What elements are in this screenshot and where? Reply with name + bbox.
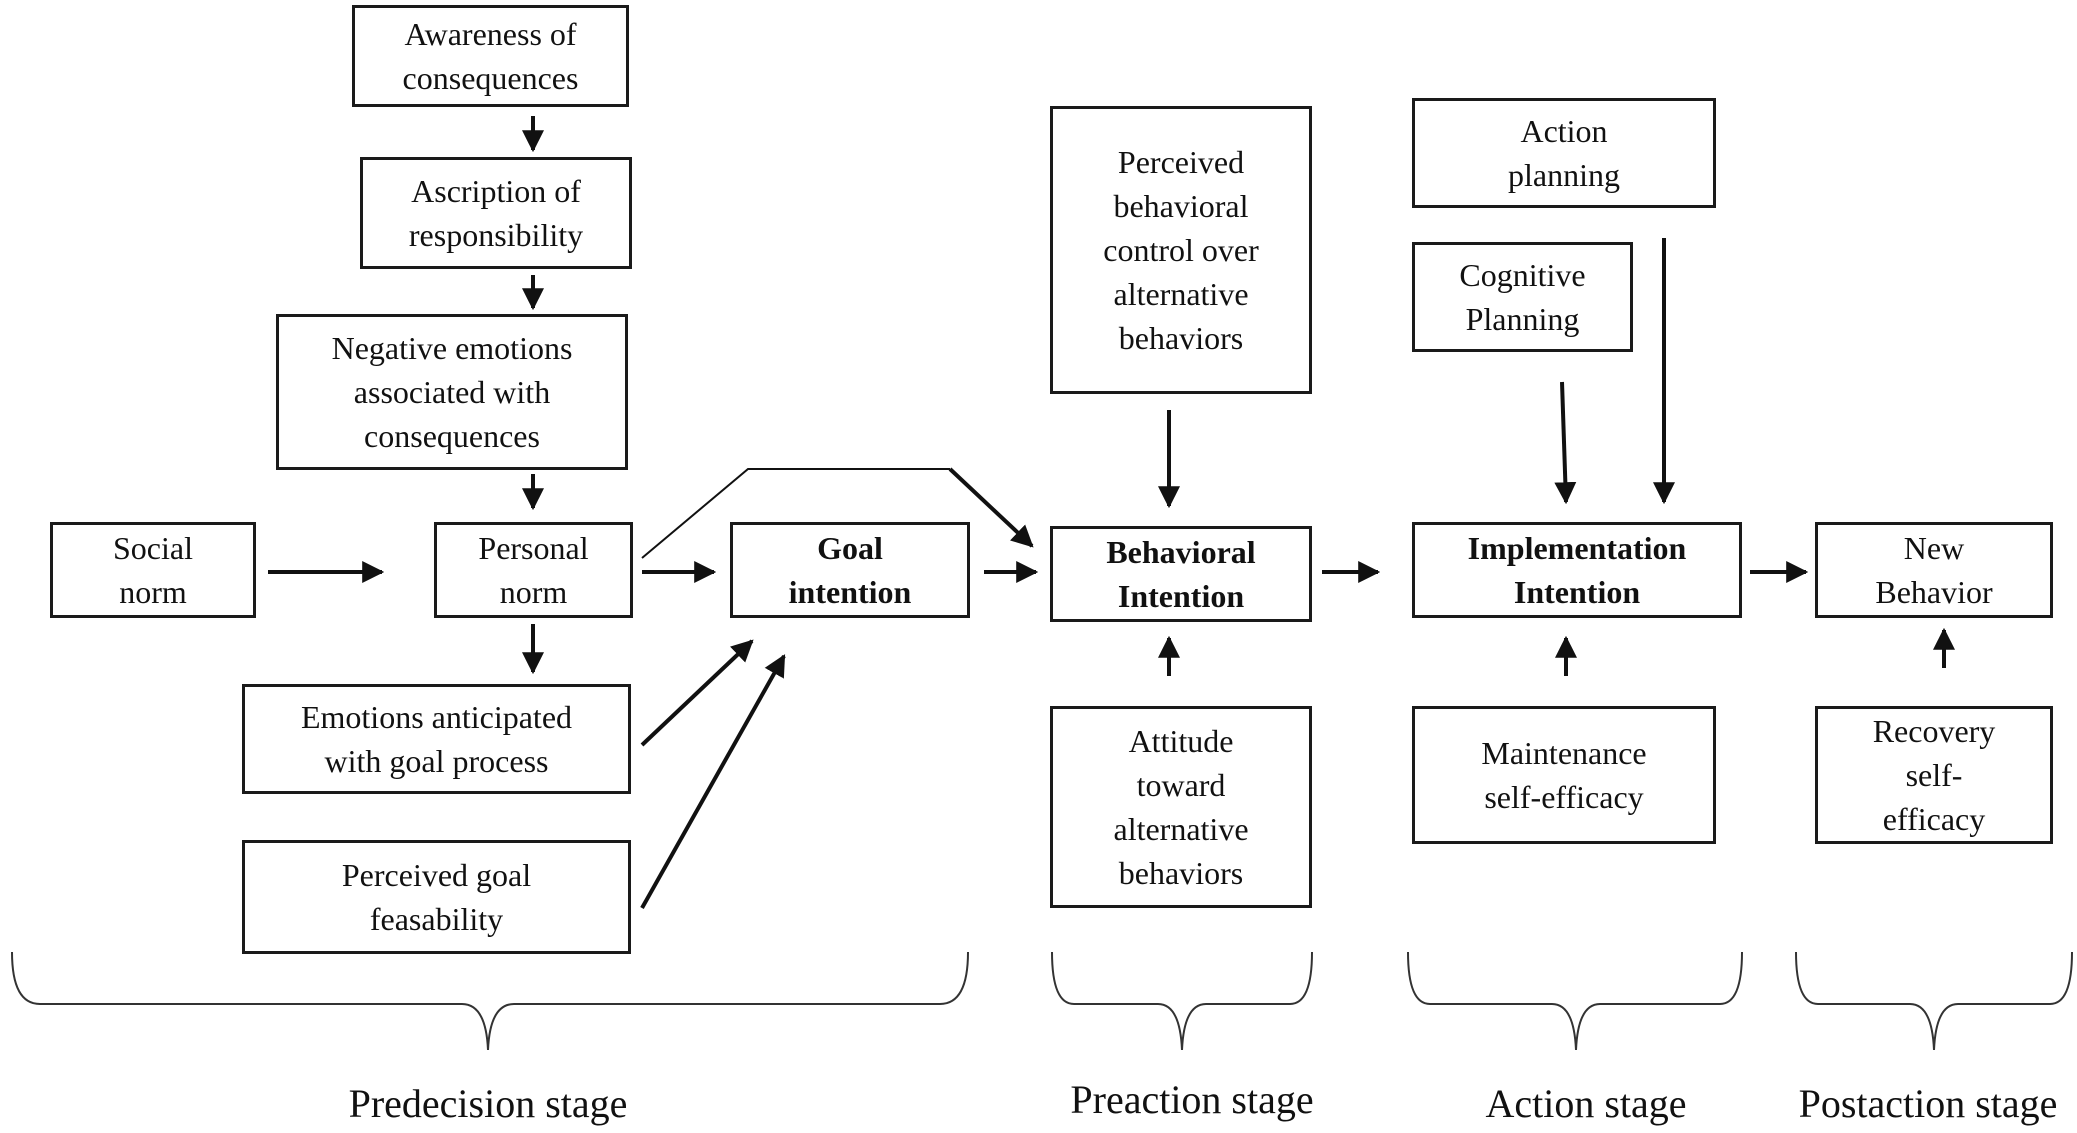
box-line: Implementation — [1467, 530, 1687, 566]
action-planning-box: Action planning — [1412, 98, 1716, 208]
box-line: Perceived goal — [341, 857, 532, 893]
brace-predecision — [11, 951, 969, 1051]
stage-label-predecision: Predecision stage — [348, 1081, 628, 1126]
box-line: Behavioral — [1106, 534, 1256, 570]
negative-emotions-box: Negative emotions associated with conseque… — [276, 314, 628, 470]
awareness-of-consequences-box: Awareness of consequences — [352, 5, 629, 107]
box-line: Attitude — [1128, 723, 1234, 759]
box-line: Emotions anticipated — [300, 699, 573, 735]
box-line: norm — [119, 574, 187, 610]
box-line: alternative — [1113, 276, 1249, 312]
box-line: consequences — [402, 60, 579, 96]
arrow-emotions-anticipated-to-goal-intention — [640, 639, 754, 747]
brace-preaction — [1051, 951, 1313, 1051]
box-line: feasability — [369, 901, 504, 937]
box-line: norm — [499, 574, 568, 610]
recovery-self-efficacy-box: Recovery self-efficacy — [1815, 706, 2053, 844]
stage-label-action: Action stage — [1485, 1081, 1687, 1126]
arrow-perceived-goal-to-goal-intention — [640, 654, 786, 909]
stage-label-postaction: Postaction stage — [1798, 1081, 2058, 1126]
box-line: Personal — [478, 530, 589, 566]
box-line: Perceived — [1117, 144, 1245, 180]
box-line: intention — [788, 574, 912, 610]
box-line: Action — [1520, 113, 1608, 149]
arrow-bypass-head — [948, 467, 1034, 548]
box-line: Awareness of — [404, 16, 577, 52]
box-line: with goal process — [324, 743, 549, 779]
ascription-of-responsibility-box: Ascription of responsibility — [360, 157, 632, 269]
box-line: Goal — [817, 530, 883, 566]
box-line: self-efficacy — [1484, 779, 1644, 815]
box-line: consequences — [364, 418, 540, 454]
box-line: associated with — [353, 374, 551, 410]
box-line: Planning — [1465, 301, 1580, 337]
perceived-goal-feasability-box: Perceived goal feasability — [242, 840, 631, 954]
box-line: Negative emotions — [331, 330, 573, 366]
box-line: behaviors — [1118, 320, 1244, 356]
box-line: control over — [1103, 232, 1259, 268]
box-line: self- — [1905, 757, 1963, 793]
social-norm-box: Social norm — [50, 522, 256, 618]
box-line: Intention — [1117, 578, 1245, 614]
box-line: alternative — [1113, 811, 1249, 847]
personal-norm-box: Personal norm — [434, 522, 633, 618]
box-line: Behavior — [1875, 574, 1993, 610]
box-line: Maintenance — [1481, 735, 1647, 771]
goal-intention-box: Goal intention — [730, 522, 970, 618]
perceived-behavioral-control-box: Perceived behavioral control over alternati… — [1050, 106, 1312, 394]
box-line: Recovery — [1872, 713, 1996, 749]
box-line: behaviors — [1118, 855, 1244, 891]
box-line: toward — [1136, 767, 1226, 803]
arrow-cognitive-planning-to-implementation-intention — [1554, 381, 1577, 505]
brace-postaction — [1795, 951, 2073, 1051]
attitude-toward-alternative-box: Attitude toward alternative behaviors — [1050, 706, 1312, 908]
box-line: Social — [113, 530, 193, 566]
box-line: Intention — [1513, 574, 1641, 610]
box-line: planning — [1508, 157, 1620, 193]
emotions-anticipated-box: Emotions anticipated with goal process — [242, 684, 631, 794]
box-line: efficacy — [1882, 801, 1986, 837]
maintenance-self-efficacy-box: Maintenance self-efficacy — [1412, 706, 1716, 844]
box-line: behavioral — [1113, 188, 1249, 224]
box-line: New — [1903, 530, 1965, 566]
box-line: Ascription of — [411, 173, 581, 209]
box-line: responsibility — [408, 217, 584, 253]
brace-action — [1407, 951, 1743, 1051]
stage-label-preaction: Preaction stage — [1070, 1077, 1314, 1122]
arrow-personal-norm-to-behavioral-intention — [641, 468, 950, 559]
box-line: Cognitive — [1459, 257, 1586, 293]
